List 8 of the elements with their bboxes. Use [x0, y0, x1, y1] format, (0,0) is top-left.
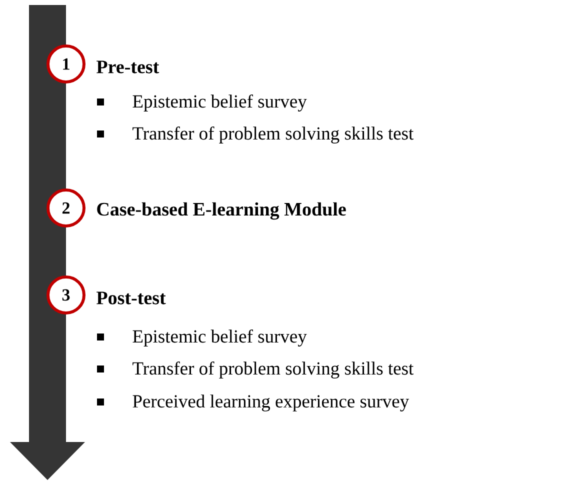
bullet-item: Epistemic belief survey: [97, 329, 307, 347]
step-heading: Post-test: [96, 292, 166, 304]
step-heading: Pre-test: [96, 60, 160, 74]
bullet-item: Epistemic belief survey: [97, 94, 307, 112]
step-heading: Case-based E-learning Module: [97, 202, 346, 220]
bullet-item: Perceived learning experience survey: [97, 394, 410, 412]
bullet-item: Transfer of problem solving skills test: [97, 126, 414, 144]
bullet-item: Transfer of problem solving skills test: [97, 361, 414, 379]
